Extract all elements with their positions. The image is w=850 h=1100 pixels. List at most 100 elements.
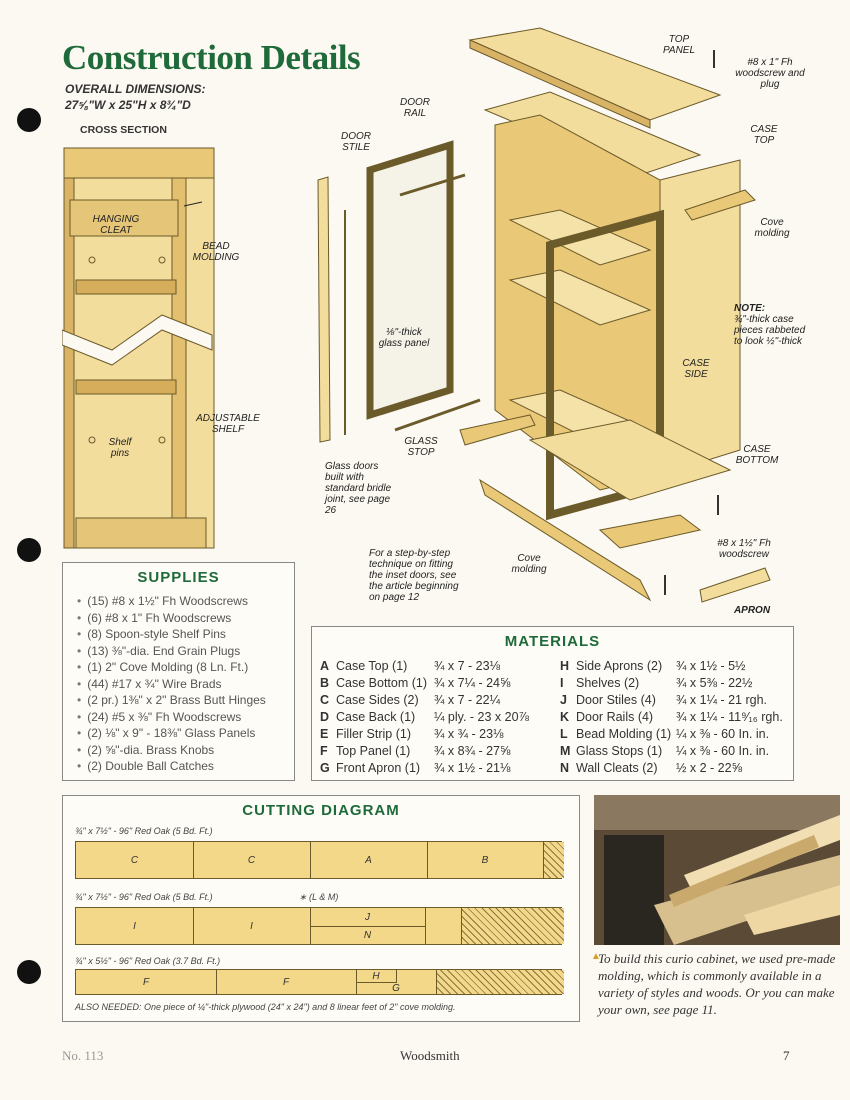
piece-j: J bbox=[310, 908, 426, 927]
waste-area bbox=[543, 842, 564, 878]
adjustable-shelf-callout: ADJUSTABLE SHELF bbox=[196, 413, 260, 435]
supplies-box: SUPPLIES (15) #8 x 1½" Fh Woodscrews (6)… bbox=[62, 562, 295, 781]
binder-hole-middle bbox=[17, 538, 41, 562]
material-letter: A bbox=[320, 659, 330, 673]
material-size: ½ x 2 - 22⅝ bbox=[676, 761, 743, 775]
material-size: ¾ x 1½ - 5½ bbox=[676, 659, 746, 673]
material-letter: C bbox=[320, 693, 330, 707]
material-row: F Top Panel (1) bbox=[320, 744, 410, 758]
material-row: J Door Stiles (4) bbox=[560, 693, 656, 707]
board-1: C C A B bbox=[75, 841, 564, 879]
board-2-note: ∗ (L & M) bbox=[299, 892, 339, 902]
material-letter: J bbox=[560, 693, 567, 707]
material-size: ¾ x 1½ - 21⅛ bbox=[434, 761, 511, 775]
material-name: Front Apron (1) bbox=[336, 761, 421, 775]
supply-item: (24) #5 x ⅜" Fh Woodscrews bbox=[77, 709, 266, 726]
piece-h: H bbox=[356, 970, 397, 983]
supplies-heading: SUPPLIES bbox=[137, 569, 220, 586]
material-size: ¾ x 5⅜ - 22½ bbox=[676, 676, 753, 690]
binder-hole-bottom bbox=[17, 960, 41, 984]
apron-callout: APRON bbox=[733, 605, 771, 616]
material-letter: G bbox=[320, 761, 330, 775]
material-letter: L bbox=[560, 727, 568, 741]
material-name: Filler Strip (1) bbox=[336, 727, 412, 741]
door-stile-callout: DOOR STILE bbox=[341, 131, 371, 153]
material-name: Top Panel (1) bbox=[336, 744, 411, 758]
piece-a: A bbox=[310, 842, 428, 878]
overall-dimensions-value: 27⅝"W x 25"H x 8¾"D bbox=[65, 98, 191, 112]
material-name: Case Sides (2) bbox=[336, 693, 419, 707]
magazine-name: Woodsmith bbox=[400, 1048, 460, 1063]
waste-area bbox=[461, 908, 564, 944]
piece-g: G bbox=[356, 982, 437, 994]
cutting-diagram-box: CUTTING DIAGRAM ¾" x 7½" - 96" Red Oak (… bbox=[62, 795, 580, 1022]
piece-i: I bbox=[193, 908, 311, 944]
material-letter: N bbox=[560, 761, 570, 775]
material-size: ¼ x ⅜ - 60 In. in. bbox=[676, 727, 770, 741]
board-2: I I J N bbox=[75, 907, 564, 945]
supply-item: (44) #17 x ¾" Wire Brads bbox=[77, 676, 266, 693]
material-size: ¾ x 1¼ - 21 rgh. bbox=[676, 693, 768, 707]
supply-item: (1) 2" Cove Molding (8 Ln. Ft.) bbox=[77, 659, 266, 676]
case-side-callout: CASE SIDE bbox=[682, 358, 710, 380]
molding-photo-image bbox=[594, 795, 840, 945]
supply-item: (13) ⅜"-dia. End Grain Plugs bbox=[77, 643, 266, 660]
piece-b: B bbox=[427, 842, 544, 878]
piece-f: F bbox=[76, 970, 217, 994]
material-size: ¾ x 8¾ - 27⅝ bbox=[434, 744, 511, 758]
door-rail-callout: DOOR RAIL bbox=[400, 97, 430, 119]
material-size: ¾ x 7 - 22¼ bbox=[434, 693, 501, 707]
material-name: Case Bottom (1) bbox=[336, 676, 428, 690]
cove-molding-bottom-callout: Cove molding bbox=[511, 553, 547, 575]
material-name: Door Stiles (4) bbox=[576, 693, 656, 707]
supply-item: (2) ⅛" x 9" - 18⅜" Glass Panels bbox=[77, 725, 266, 742]
note-text: ¾"-thick case pieces rabbeted to look ½"… bbox=[734, 314, 806, 347]
case-bottom-callout: CASE BOTTOM bbox=[735, 444, 779, 466]
material-name: Bead Molding (1) bbox=[576, 727, 672, 741]
photo-caption: To build this curio cabinet, we used pre… bbox=[598, 951, 836, 1017]
material-size: ¾ x 1¼ - 11⁹⁄₁₆ rgh. bbox=[676, 710, 783, 724]
supply-item: (2) Double Ball Catches bbox=[77, 758, 266, 775]
top-panel-callout: TOP PANEL bbox=[662, 34, 696, 56]
supply-item: (2) ⅝"-dia. Brass Knobs bbox=[77, 742, 266, 759]
piece-n: N bbox=[310, 926, 426, 944]
overall-dimensions-label: OVERALL DIMENSIONS: bbox=[65, 82, 206, 96]
material-letter: B bbox=[320, 676, 330, 690]
screw-1-5in-callout: #8 x 1½" Fh woodscrew bbox=[717, 538, 771, 560]
cross-section-label: CROSS SECTION bbox=[80, 124, 167, 136]
waste-area bbox=[436, 970, 564, 994]
material-size: ¼ ply. - 23 x 20⅞ bbox=[434, 710, 529, 724]
material-size: ¼ x ⅜ - 60 In. in. bbox=[676, 744, 770, 758]
exploded-view-drawing bbox=[317, 27, 771, 603]
material-letter: F bbox=[320, 744, 328, 758]
material-name: Door Rails (4) bbox=[576, 710, 654, 724]
material-name: Shelves (2) bbox=[576, 676, 640, 690]
material-letter: K bbox=[560, 710, 570, 724]
piece-c: C bbox=[76, 842, 194, 878]
page-title: Construction Details bbox=[62, 38, 361, 77]
supply-item: (2 pr.) 1⅜" x 2" Brass Butt Hinges bbox=[77, 692, 266, 709]
material-name: Glass Stops (1) bbox=[576, 744, 663, 758]
material-size: ¾ x 7 - 23⅛ bbox=[434, 659, 501, 673]
piece-c: C bbox=[193, 842, 311, 878]
page-number: 7 bbox=[783, 1048, 790, 1063]
piece-i: I bbox=[76, 908, 194, 944]
binder-hole-top bbox=[17, 108, 41, 132]
note-title: NOTE: bbox=[734, 303, 766, 314]
material-row: K Door Rails (4) bbox=[560, 710, 653, 724]
glass-stop-callout: GLASS STOP bbox=[404, 436, 438, 458]
molding-photo bbox=[594, 795, 840, 945]
material-row: L Bead Molding (1) bbox=[560, 727, 671, 741]
supply-item: (8) Spoon-style Shelf Pins bbox=[77, 626, 266, 643]
screw-1in-callout: #8 x 1" Fh woodscrew and plug bbox=[735, 57, 805, 90]
glass-panel-callout: ⅛"-thick glass panel bbox=[378, 327, 430, 349]
material-size: ¾ x 7¼ - 24⅝ bbox=[434, 676, 511, 690]
material-letter: D bbox=[320, 710, 330, 724]
bead-molding-callout: BEAD MOLDING bbox=[192, 241, 240, 263]
also-needed-note: ALSO NEEDED: One piece of ¼"-thick plywo… bbox=[75, 1002, 456, 1012]
issue-number: No. 113 bbox=[62, 1048, 104, 1063]
